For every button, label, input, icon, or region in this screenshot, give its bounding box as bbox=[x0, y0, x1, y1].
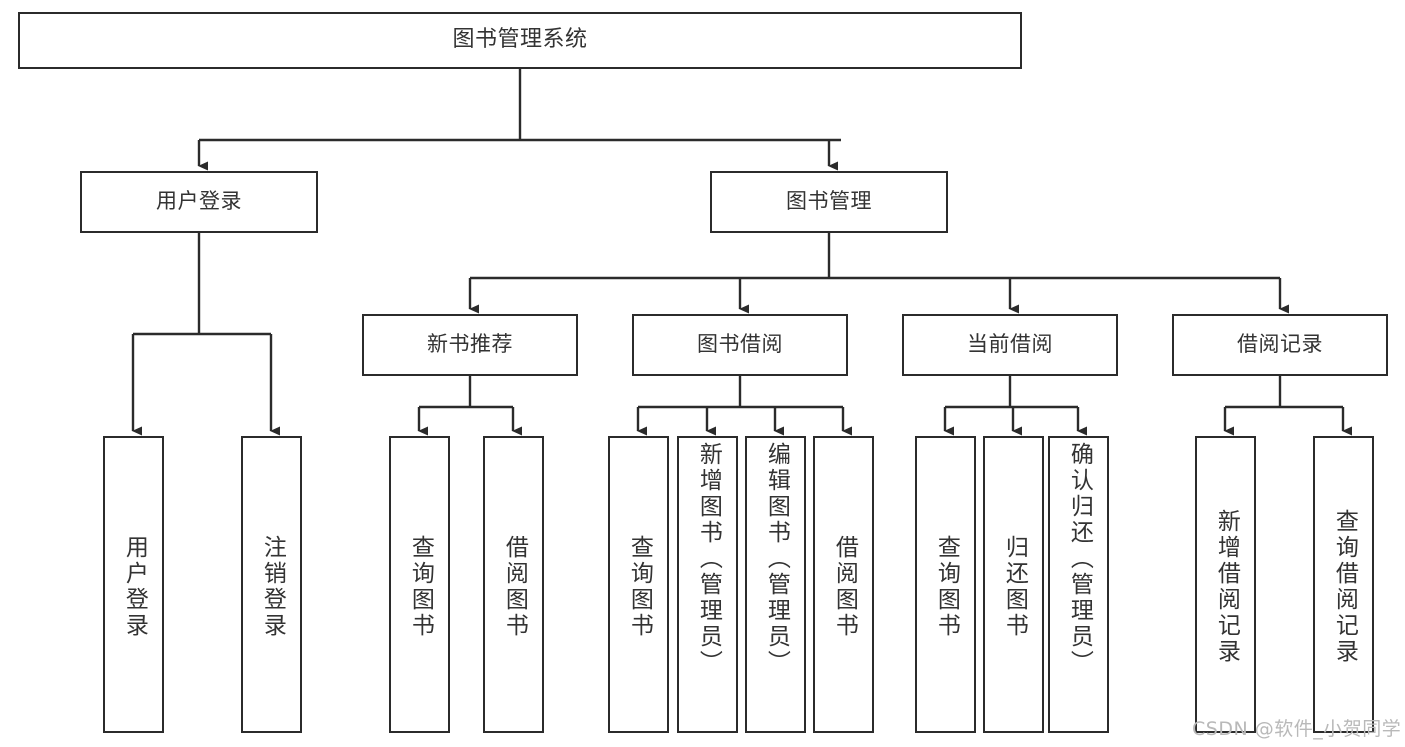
node-leaf-confirm-return[interactable]: 确认归还（管理员） bbox=[1048, 436, 1109, 733]
node-leaf-borrow-book-1[interactable]: 借阅图书 bbox=[483, 436, 544, 733]
node-new-book-rec[interactable]: 新书推荐 bbox=[362, 314, 578, 376]
node-leaf-query-record-label: 查询借阅记录 bbox=[1331, 508, 1358, 665]
node-leaf-borrow-book-1-label: 借阅图书 bbox=[501, 534, 528, 639]
node-leaf-add-book[interactable]: 新增图书（管理员） bbox=[677, 436, 738, 733]
node-leaf-edit-book-label: 编辑图书（管理员） bbox=[763, 442, 790, 676]
node-root-label: 图书管理系统 bbox=[452, 27, 588, 53]
watermark-text: CSDN @软件_小贺同学 bbox=[1192, 718, 1402, 740]
node-leaf-query-book-3[interactable]: 查询图书 bbox=[915, 436, 976, 733]
node-leaf-confirm-return-label: 确认归还（管理员） bbox=[1066, 442, 1093, 676]
node-leaf-add-record-label: 新增借阅记录 bbox=[1213, 508, 1240, 665]
node-user-login-label: 用户登录 bbox=[156, 189, 242, 214]
node-leaf-query-book-2[interactable]: 查询图书 bbox=[608, 436, 669, 733]
node-leaf-borrow-book-2[interactable]: 借阅图书 bbox=[813, 436, 874, 733]
node-leaf-borrow-book-2-label: 借阅图书 bbox=[831, 534, 858, 639]
node-leaf-edit-book[interactable]: 编辑图书（管理员） bbox=[745, 436, 806, 733]
node-new-book-rec-label: 新书推荐 bbox=[427, 332, 513, 357]
node-book-borrow-label: 图书借阅 bbox=[697, 332, 783, 357]
node-leaf-return-book[interactable]: 归还图书 bbox=[983, 436, 1044, 733]
node-leaf-query-book-2-label: 查询图书 bbox=[626, 534, 653, 639]
node-current-borrow[interactable]: 当前借阅 bbox=[902, 314, 1118, 376]
node-leaf-add-book-label: 新增图书（管理员） bbox=[695, 442, 722, 676]
node-leaf-add-record[interactable]: 新增借阅记录 bbox=[1195, 436, 1256, 733]
node-leaf-logout-label: 注销登录 bbox=[259, 534, 286, 639]
node-leaf-user-login-label: 用户登录 bbox=[121, 534, 148, 639]
node-leaf-query-record[interactable]: 查询借阅记录 bbox=[1313, 436, 1374, 733]
node-leaf-query-book-1[interactable]: 查询图书 bbox=[389, 436, 450, 733]
node-book-manage-label: 图书管理 bbox=[786, 189, 872, 214]
node-root[interactable]: 图书管理系统 bbox=[18, 12, 1022, 69]
node-leaf-logout[interactable]: 注销登录 bbox=[241, 436, 302, 733]
node-current-borrow-label: 当前借阅 bbox=[967, 332, 1053, 357]
node-borrow-record-label: 借阅记录 bbox=[1237, 332, 1323, 357]
node-book-manage[interactable]: 图书管理 bbox=[710, 171, 948, 233]
node-borrow-record[interactable]: 借阅记录 bbox=[1172, 314, 1388, 376]
node-user-login[interactable]: 用户登录 bbox=[80, 171, 318, 233]
node-leaf-query-book-1-label: 查询图书 bbox=[407, 534, 434, 639]
node-leaf-user-login[interactable]: 用户登录 bbox=[103, 436, 164, 733]
node-leaf-query-book-3-label: 查询图书 bbox=[933, 534, 960, 639]
node-leaf-return-book-label: 归还图书 bbox=[1001, 534, 1028, 639]
node-book-borrow[interactable]: 图书借阅 bbox=[632, 314, 848, 376]
